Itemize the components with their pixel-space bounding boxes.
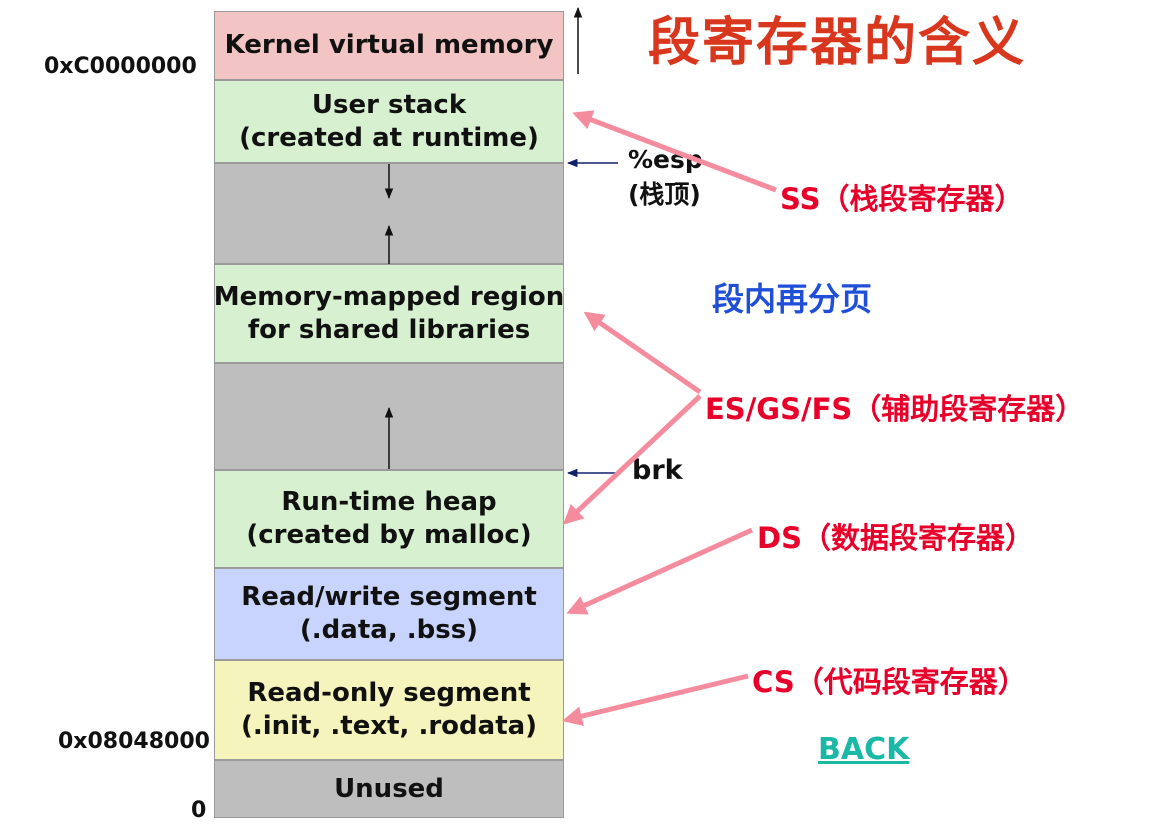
segment-read-write: Read/write segment (.data, .bss) bbox=[214, 568, 564, 660]
ss-arrow bbox=[572, 110, 777, 193]
segment-user-stack-label: User stack bbox=[311, 89, 467, 120]
segment-memory-mapped-region: Memory-mapped region for shared librarie… bbox=[214, 264, 564, 363]
segment-user-stack-note: (created at runtime) bbox=[239, 122, 539, 153]
segment-ro-note: (.init, .text, .rodata) bbox=[240, 711, 538, 741]
esp-note: (栈顶) bbox=[628, 180, 701, 209]
subtitle: 段内再分页 bbox=[712, 280, 873, 318]
segment-ro-label: Read-only segment bbox=[247, 678, 531, 708]
segment-rw-note: (.data, .bss) bbox=[299, 615, 479, 645]
register-cs-label: CS（代码段寄存器） bbox=[752, 665, 1027, 699]
segment-kernel-virtual-memory: Kernel virtual memory bbox=[214, 11, 564, 80]
cs-arrow bbox=[562, 673, 749, 726]
segment-heap-label: Run-time heap bbox=[281, 487, 497, 517]
segment-heap-note: (created by malloc) bbox=[246, 520, 532, 550]
segment-rw-label: Read/write segment bbox=[241, 582, 537, 612]
back-link[interactable]: BACK bbox=[818, 732, 910, 767]
register-ss-label: SS（栈段寄存器） bbox=[780, 182, 1024, 216]
segment-runtime-heap: Run-time heap (created by malloc) bbox=[214, 470, 564, 568]
segment-unused: Unused bbox=[214, 760, 564, 818]
segment-mmap-note: for shared libraries bbox=[247, 314, 531, 345]
address-text-start: 0x08048000 bbox=[58, 729, 210, 754]
register-ds-label: DS（数据段寄存器） bbox=[757, 521, 1034, 555]
address-kernel-start: 0xC0000000 bbox=[44, 54, 197, 79]
segment-user-stack: User stack (created at runtime) bbox=[214, 80, 564, 163]
es-gs-fs-arrow-upper bbox=[583, 311, 702, 395]
ds-arrow bbox=[566, 527, 754, 615]
register-es-gs-fs-label: ES/GS/FS（辅助段寄存器） bbox=[705, 392, 1085, 426]
address-zero: 0 bbox=[191, 798, 207, 823]
segment-kernel-label: Kernel virtual memory bbox=[224, 30, 554, 60]
segment-read-only: Read-only segment (.init, .text, .rodata… bbox=[214, 660, 564, 760]
page-title: 段寄存器的含义 bbox=[648, 13, 1027, 73]
es-gs-fs-arrow-lower bbox=[563, 394, 702, 525]
brk-label: brk bbox=[632, 455, 683, 486]
segment-unused-label: Unused bbox=[334, 773, 444, 804]
segment-mmap-label: Memory-mapped region bbox=[213, 281, 565, 312]
